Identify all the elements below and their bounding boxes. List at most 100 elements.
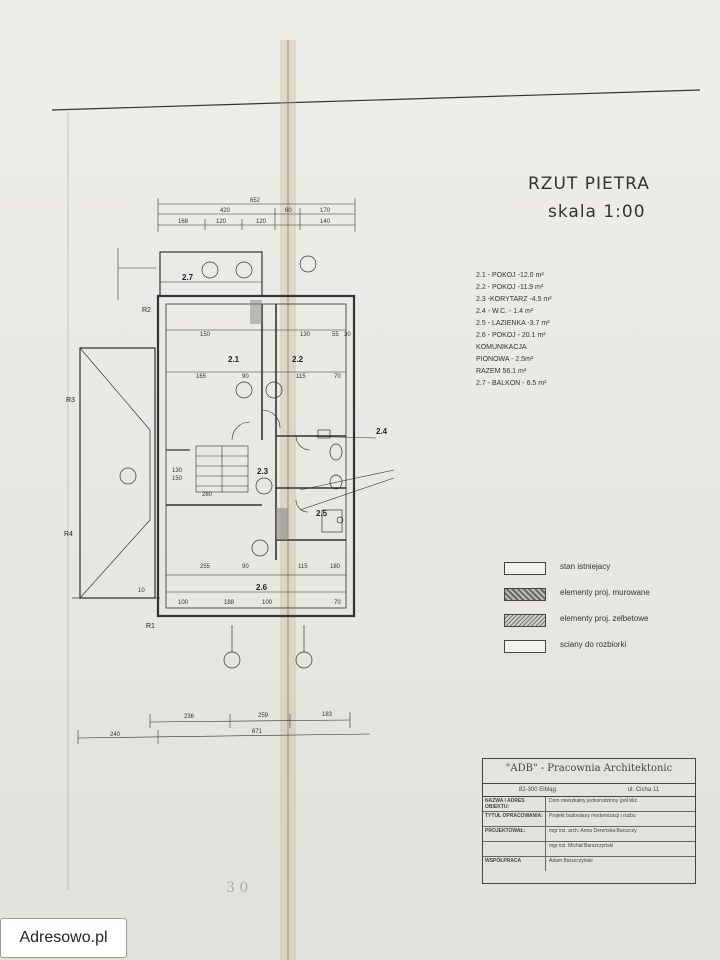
svg-text:188: 188 — [224, 600, 235, 606]
sheet-top-border — [51, 89, 701, 111]
concrete-column — [276, 508, 288, 540]
svg-text:150: 150 — [200, 332, 211, 338]
title-block-value: Adam Barszczyński — [549, 858, 593, 864]
area-row: 2.7 - BALKON - 6.5 m² — [476, 380, 547, 387]
watermark-logo[interactable]: Adresowo.pl — [0, 918, 127, 958]
svg-text:30: 30 — [344, 332, 351, 338]
door-swings — [231, 409, 311, 513]
svg-text:3 0: 3 0 — [226, 880, 248, 896]
svg-text:255: 255 — [200, 564, 211, 570]
roof-r3-r4 — [79, 347, 156, 599]
legend-swatch — [504, 640, 546, 653]
area-row: 2.6 - POKOJ - 20.1 m² — [476, 332, 546, 339]
svg-text:120: 120 — [216, 219, 227, 225]
svg-text:R4: R4 — [64, 531, 73, 538]
svg-text:90: 90 — [242, 564, 249, 570]
room-labels: 2.1 2.2 2.3 2.4 2.5 2.6 2.7 — [182, 273, 388, 592]
svg-text:652: 652 — [250, 198, 261, 204]
title-block-key: TYTUŁ OPRACOWANIA: — [483, 812, 546, 826]
room-label-2-6: 2.6 — [256, 583, 268, 592]
title-block-key: WSPÓŁPRACA — [483, 857, 546, 871]
staircase — [195, 445, 249, 493]
title-block-row: NAZWA I ADRES OBIEKTU: Dom mieszkalny je… — [483, 797, 695, 812]
title-block-key — [483, 842, 546, 856]
svg-text:100: 100 — [262, 600, 273, 606]
room-label-2-7: 2.7 — [182, 273, 194, 282]
svg-text:180: 180 — [330, 564, 341, 570]
svg-text:55: 55 — [332, 332, 339, 338]
legend-label: stan istniejacy — [560, 562, 611, 571]
area-row: KOMUNIKACJA — [476, 344, 527, 351]
svg-text:R2: R2 — [142, 307, 151, 314]
svg-text:R3: R3 — [66, 397, 75, 404]
area-row: 2.4 - W.C. - 1.4 m² — [476, 308, 534, 315]
title-block-row: TYTUŁ OPRACOWANIA: Projekt budowlany mod… — [483, 812, 695, 827]
legend-swatch — [504, 562, 546, 575]
room-area-list: 2.1 - POKOJ -12.0 m² 2.2 - POKOJ -11.9 m… — [476, 270, 636, 390]
room-label-2-2: 2.2 — [292, 355, 304, 364]
title-block-city: 82-300 Elbląg — [518, 787, 556, 793]
title-block-row: mgr inż. Michał Barszczyński — [483, 842, 695, 857]
svg-text:70: 70 — [334, 374, 341, 380]
legend-label: elementy proj. murowane — [560, 588, 650, 597]
area-total-row: RAZEM 56.1 m² — [476, 368, 527, 375]
area-row: 2.3 -KORYTARZ -4.5 m² — [476, 296, 552, 303]
svg-text:671: 671 — [252, 729, 263, 735]
area-row: 2.1 - POKOJ -12.0 m² — [476, 272, 544, 279]
svg-text:420: 420 — [220, 208, 231, 214]
title-block-header: "ADB" - Pracownia Architektonic — [483, 759, 695, 784]
svg-text:10: 10 — [138, 588, 145, 594]
title-block-address: 82-300 Elbląg ul. Cicha 11 — [483, 784, 695, 797]
title-block-value: Projekt budowlany modernizacji i rozbu — [549, 813, 636, 819]
title-block-value: Dom mieszkalny jednorodzinny (pół bliź. — [549, 798, 639, 804]
area-row: PIONOWA - 2.5m² — [476, 356, 534, 363]
svg-text:130: 130 — [172, 468, 183, 474]
room-2-7-balcony — [159, 251, 263, 297]
svg-text:183: 183 — [322, 712, 333, 718]
svg-text:280: 280 — [202, 492, 213, 498]
svg-text:60: 60 — [285, 208, 292, 214]
top-dimension-values: 652 420 60 170 168 120 120 140 — [178, 198, 331, 225]
svg-text:90: 90 — [242, 374, 249, 380]
svg-text:236: 236 — [184, 714, 195, 720]
bottom-dimensions — [77, 712, 371, 744]
title-block: "ADB" - Pracownia Architektonic 82-300 E… — [482, 758, 696, 884]
top-dimensions — [157, 198, 356, 232]
title-block-key: PROJEKTOWAŁ: — [483, 827, 546, 841]
title-block-key: NAZWA I ADRES OBIEKTU: — [483, 797, 546, 811]
title-block-value: mgr inż. Michał Barszczyński — [549, 843, 614, 849]
svg-text:240: 240 — [110, 732, 121, 738]
area-row: 2.2 - POKOJ -11.9 m² — [476, 284, 544, 291]
walls — [156, 294, 356, 618]
svg-text:168: 168 — [178, 219, 189, 225]
plan-scale: skala 1:00 — [548, 202, 646, 222]
section-markers — [119, 255, 317, 669]
title-block-row: WSPÓŁPRACA Adam Barszczyński — [483, 857, 695, 871]
svg-text:170: 170 — [320, 208, 331, 214]
room-label-2-5: 2.5 — [316, 509, 328, 518]
interior-dimensions: 150 130 55 30 165 90 115 70 130 150 280 255 90 115… — [138, 332, 351, 606]
svg-text:115: 115 — [298, 564, 308, 570]
legend-label: elementy proj. zelbetowe — [560, 614, 649, 623]
room-label-2-1: 2.1 — [228, 355, 240, 364]
svg-text:115: 115 — [296, 374, 306, 380]
svg-text:120: 120 — [256, 219, 267, 225]
svg-text:259: 259 — [258, 713, 269, 719]
area-row: 2.5 - LAZIENKA -3.7 m² — [476, 320, 550, 327]
title-block-street: ul. Cicha 11 — [627, 787, 660, 793]
title-block-row: PROJEKTOWAŁ: mgr inż. arch. Anna Dereńsk… — [483, 827, 695, 842]
legend-label: sciany do rozbiorki — [560, 640, 627, 649]
svg-text:165: 165 — [196, 374, 207, 380]
svg-text:150: 150 — [172, 476, 183, 482]
svg-text:130: 130 — [300, 332, 311, 338]
plan-title: RZUT PIETRA — [528, 174, 650, 194]
svg-text:70: 70 — [334, 600, 341, 606]
title-block-value: mgr inż. arch. Anna Dereńska-Barszczy — [549, 828, 637, 834]
svg-text:140: 140 — [320, 219, 331, 225]
legend-swatch — [504, 614, 546, 627]
sanitary-fixtures — [317, 429, 344, 533]
room-label-2-3: 2.3 — [257, 467, 269, 476]
